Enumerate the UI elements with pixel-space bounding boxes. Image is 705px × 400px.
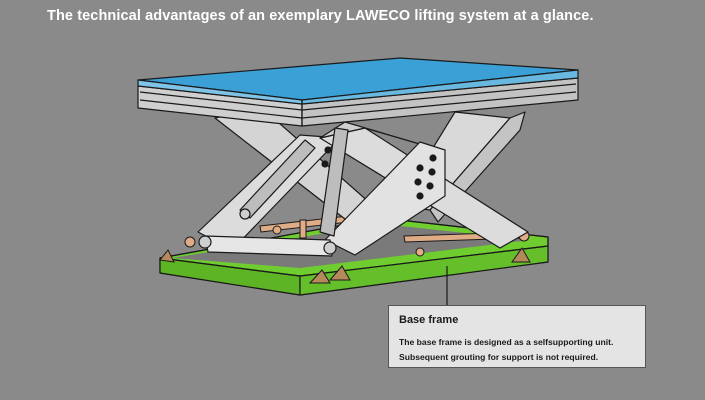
platform (137, 57, 579, 127)
callout-title: Base frame (399, 314, 459, 326)
base-frame-callout: Base frame The base frame is designed as… (388, 305, 646, 368)
scissor-mechanism (197, 107, 529, 257)
callout-line: Subsequent grouting for support is not r… (399, 352, 599, 362)
callout-line: The base frame is designed as a selfsupp… (399, 337, 614, 347)
page-headline: The technical advantages of an exemplary… (47, 8, 594, 24)
anchor-lugs (159, 247, 531, 284)
callout-description: The base frame is designed as a selfsupp… (399, 335, 635, 365)
